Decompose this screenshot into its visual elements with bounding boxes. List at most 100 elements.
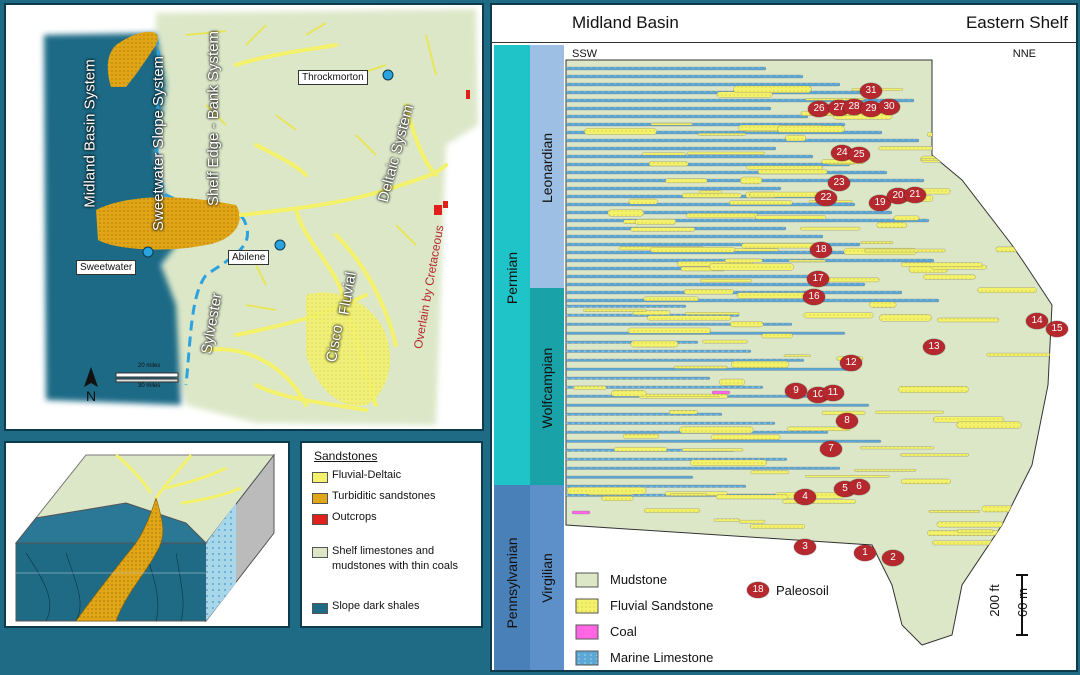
sandstone-lens xyxy=(700,279,752,283)
paleosoil-marker-11: 11 xyxy=(822,385,844,401)
sandstone-lens xyxy=(901,478,951,484)
sandstone-lens xyxy=(630,340,679,348)
sandstone-lens xyxy=(860,446,935,450)
paleosoil-marker-29: 29 xyxy=(860,101,882,117)
sandstone-lens xyxy=(923,274,976,280)
sandstone-lens xyxy=(878,146,967,151)
header-midland-basin: Midland Basin xyxy=(572,13,679,32)
label-shelf-edge-bank-system: Shelf Edge - Bank System xyxy=(205,30,223,207)
sandstone-lens xyxy=(750,470,790,475)
limestone-bed xyxy=(566,234,824,239)
paleosoil-marker-3: 3 xyxy=(794,539,816,555)
limestone-bed xyxy=(566,138,920,143)
sandstone-lens xyxy=(783,354,811,357)
limestone-bed xyxy=(566,154,814,159)
sandstone-lens xyxy=(749,524,805,529)
limestone-bed xyxy=(566,358,805,362)
sandstone-lens xyxy=(964,165,1052,169)
sandstone-lens xyxy=(920,158,988,161)
sandstone-lens xyxy=(977,287,1037,293)
sandstone-lens xyxy=(590,537,666,542)
paleogeographic-map: Throckmorton Sweetwater Abilene Midland … xyxy=(4,3,484,431)
paleosoil-marker-26: 26 xyxy=(808,101,830,117)
sandstone-lens xyxy=(622,433,659,439)
sandstone-lens xyxy=(898,386,969,393)
sandstone-lens xyxy=(978,120,1052,126)
coal-bed xyxy=(711,390,731,395)
paleosoil-marker-9: 9 xyxy=(785,383,807,399)
sandstone-lens xyxy=(788,259,826,263)
paleosoil-marker-15: 15 xyxy=(1046,321,1068,337)
paleosoil-marker-24: 24 xyxy=(831,145,853,161)
paleosoil-marker-1: 1 xyxy=(854,545,876,561)
legend-label-slope: Slope dark shales xyxy=(332,600,420,612)
sandstone-lens xyxy=(956,529,993,534)
scale-bar xyxy=(115,372,179,378)
paleosoil-marker-8: 8 xyxy=(836,413,858,429)
paleosoil-marker-18: 18 xyxy=(810,242,832,258)
sandstone-lens xyxy=(650,247,736,253)
sandstone-lens xyxy=(860,241,894,244)
limestone-bed xyxy=(566,403,870,407)
sandstone-lens xyxy=(683,289,734,295)
coal-bed xyxy=(711,539,731,544)
paleosoil-marker-31: 31 xyxy=(860,83,882,99)
sandstone-lens xyxy=(710,434,781,440)
paleosoil-marker-4: 4 xyxy=(794,489,816,505)
sandstone-lens xyxy=(901,262,983,267)
sandstone-lens xyxy=(724,258,763,263)
paleosoil-marker-7: 7 xyxy=(820,441,842,457)
coal-bed xyxy=(741,544,761,549)
town-label-sweetwater: Sweetwater xyxy=(76,260,137,275)
shelf-area xyxy=(156,9,478,425)
sandstone-lens xyxy=(686,151,765,155)
sandstone-lens xyxy=(985,190,1052,195)
legend-paleosoil-marker: 18 xyxy=(747,582,769,598)
limestone-bed xyxy=(566,421,776,425)
sandstone-lens xyxy=(627,327,711,334)
town-label-throckmorton: Throckmorton xyxy=(298,70,368,85)
paleosoil-marker-14: 14 xyxy=(1026,313,1048,329)
block-diagram xyxy=(4,441,290,628)
legend-label-mudstone: Mudstone xyxy=(610,572,668,587)
sandstone-lens xyxy=(689,459,767,466)
sandstone-lens xyxy=(684,312,740,315)
sandstone-lens xyxy=(932,540,994,546)
sandstone-lens xyxy=(713,518,740,522)
legend-swatch-turbiditic xyxy=(312,493,328,504)
sandstone-lens xyxy=(630,540,699,544)
paleosoil-marker-21: 21 xyxy=(904,187,926,203)
sandstone-lens xyxy=(601,496,634,501)
paleosoil-marker-30: 30 xyxy=(878,99,900,115)
legend-label-coal: Coal xyxy=(610,624,637,639)
paleosoil-marker-16: 16 xyxy=(803,289,825,305)
legend-label-marine-limestone: Marine Limestone xyxy=(610,650,714,665)
outcrops xyxy=(434,90,470,215)
sandstone-lens xyxy=(702,339,748,344)
sandstone-lens xyxy=(782,499,857,504)
turbidite-fan xyxy=(75,497,164,622)
sandstone-lens xyxy=(893,215,920,221)
paleosoil-marker-12: 12 xyxy=(840,355,862,371)
sandstone-lens xyxy=(864,248,946,253)
sandstone-lens xyxy=(719,378,745,386)
sandstone-lens xyxy=(584,128,657,135)
legend-label-shelf: Shelf limestones and mudstones with thin… xyxy=(332,545,458,572)
sandstone-lens xyxy=(869,301,897,308)
map-legend: Sandstones Fluvial-Deltaic Turbiditic sa… xyxy=(300,441,483,628)
sandstone-lens xyxy=(607,209,644,217)
legend-title: Sandstones xyxy=(314,449,378,463)
sandstone-lens xyxy=(715,494,789,500)
sandstone-lens xyxy=(668,410,698,415)
sandstone-lens xyxy=(665,178,708,183)
legend-swatch-shelf xyxy=(312,547,328,558)
column-pennsylvanian xyxy=(494,485,530,670)
legend-label-turbiditic: Turbiditic sandstones xyxy=(332,490,436,502)
sandstone-lens xyxy=(730,321,764,328)
limestone-bed xyxy=(566,298,940,303)
limestone-bed xyxy=(566,412,723,416)
sandstone-lens xyxy=(647,315,732,321)
sandstone-lens xyxy=(686,213,758,218)
legend-swatch-outcrops xyxy=(312,514,328,525)
limestone-bed xyxy=(566,66,767,71)
